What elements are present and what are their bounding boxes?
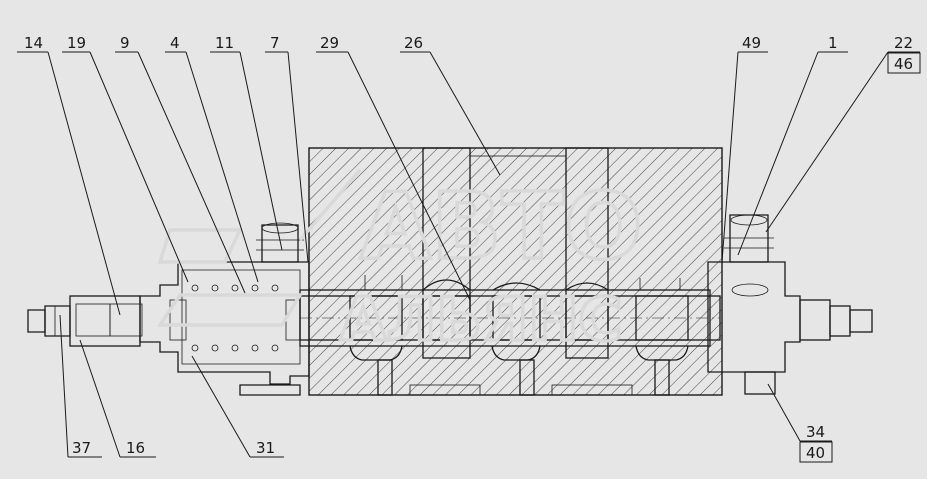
- callout-40: 40: [806, 444, 825, 462]
- callout-19: 19: [67, 34, 86, 52]
- callout-9: 9: [120, 34, 130, 52]
- left-spring-housing: [139, 222, 310, 396]
- callout-29: 29: [320, 34, 339, 52]
- callout-16: 16: [126, 439, 145, 457]
- callout-46: 46: [894, 55, 913, 73]
- callout-1: 1: [828, 34, 838, 52]
- callout-37: 37: [72, 439, 91, 457]
- callout-22: 22: [894, 34, 913, 52]
- right-end-cap: [707, 214, 873, 395]
- leader-lines: [17, 51, 920, 458]
- callout-34: 34: [806, 423, 825, 441]
- callout-11: 11: [215, 34, 234, 52]
- callout-49: 49: [742, 34, 761, 52]
- watermark: АВТО АЛЬЯНС: [156, 168, 644, 357]
- callout-31: 31: [256, 439, 275, 457]
- callout-14: 14: [24, 34, 43, 52]
- svg-text:АЛЬЯНС: АЛЬЯНС: [340, 285, 622, 355]
- valve-body: [299, 147, 723, 396]
- svg-text:АВТО: АВТО: [360, 173, 642, 280]
- callout-7: 7: [270, 34, 280, 52]
- callout-labels: 14 19 9 4 11 7 29 26 49 1 22 46 37 16 31…: [24, 34, 921, 463]
- callout-26: 26: [404, 34, 423, 52]
- left-adjusting-screw: [27, 295, 143, 347]
- spring: [191, 284, 279, 352]
- callout-4: 4: [170, 34, 180, 52]
